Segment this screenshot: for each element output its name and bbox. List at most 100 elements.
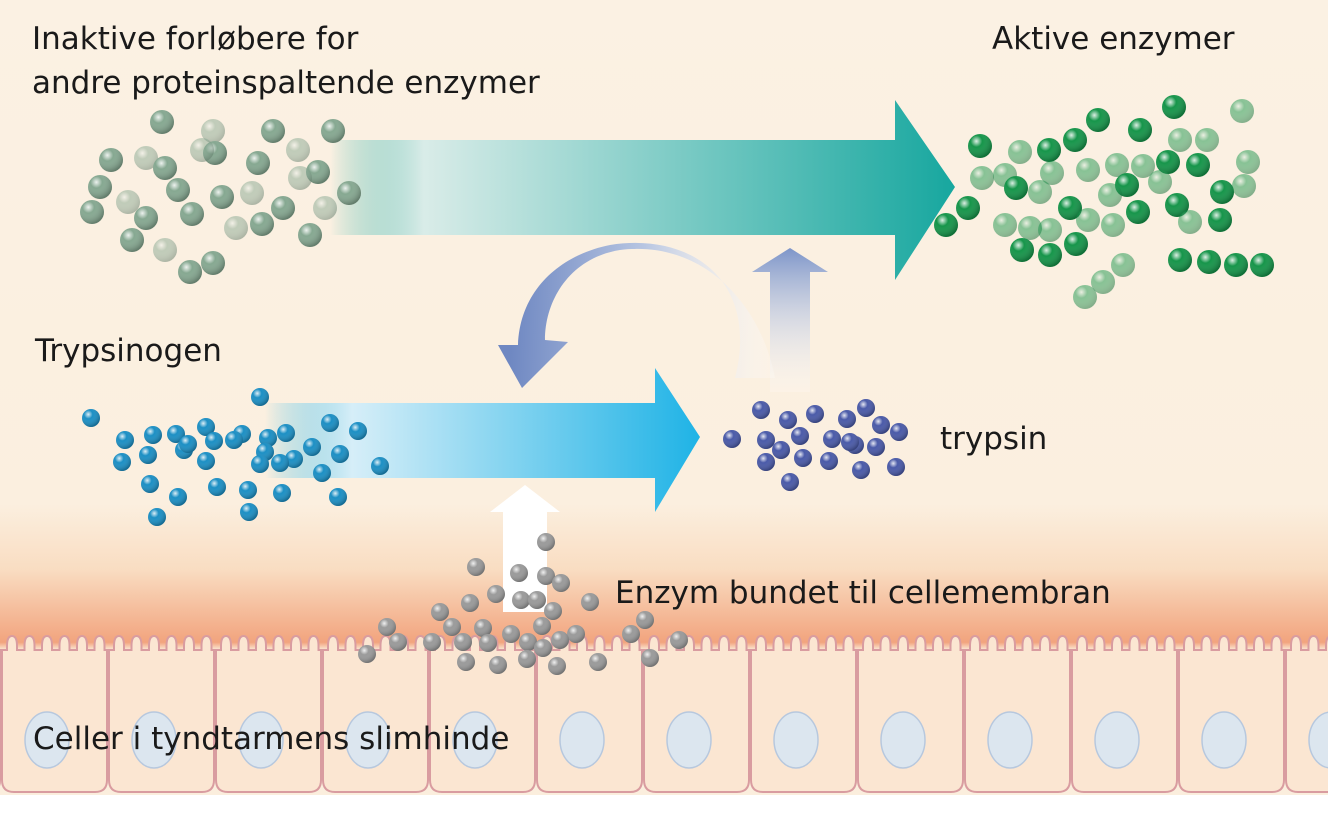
membrane-enzyme-molecule bbox=[552, 574, 570, 592]
trypsinogen-molecule bbox=[321, 414, 339, 432]
molecules bbox=[80, 95, 1274, 675]
trypsinogen-molecule bbox=[144, 426, 162, 444]
trypsin-molecule bbox=[779, 411, 797, 429]
active-enzyme-molecule bbox=[970, 166, 994, 190]
membrane-enzyme-molecule bbox=[534, 639, 552, 657]
trypsinogen-molecule bbox=[197, 418, 215, 436]
membrane-enzyme-molecule bbox=[389, 633, 407, 651]
trypsinogen-molecule bbox=[240, 503, 258, 521]
membrane-enzyme-molecule bbox=[457, 653, 475, 671]
trypsin-molecule bbox=[806, 405, 824, 423]
trypsinogen-molecule bbox=[141, 475, 159, 493]
trypsin-label: trypsin bbox=[940, 421, 1048, 457]
active-enzyme-molecule bbox=[1018, 216, 1042, 240]
active-enzyme-molecule bbox=[1168, 128, 1192, 152]
inactive-enzyme-molecule bbox=[271, 196, 295, 220]
active-enzyme-molecule bbox=[1210, 180, 1234, 204]
inactive-precursors-label-line1: Inaktive forløbere for bbox=[32, 21, 359, 57]
trypsinogen-molecule bbox=[273, 484, 291, 502]
active-enzyme-molecule bbox=[1232, 174, 1256, 198]
membrane-enzyme-molecule bbox=[512, 591, 530, 609]
cell-nucleus bbox=[452, 711, 498, 769]
trypsinogen-molecule bbox=[82, 409, 100, 427]
trypsinogen-molecule bbox=[116, 431, 134, 449]
active-enzyme-molecule bbox=[1156, 150, 1180, 174]
active-enzyme-molecule bbox=[1178, 210, 1202, 234]
feedback-curved-arrow bbox=[498, 242, 775, 388]
active-enzyme-molecule bbox=[1040, 161, 1064, 185]
trypsin-molecule bbox=[772, 441, 790, 459]
trypsinogen-molecule bbox=[349, 422, 367, 440]
active-enzyme-molecule bbox=[993, 213, 1017, 237]
trypsinogen-molecule bbox=[139, 446, 157, 464]
inactive-enzyme-molecule bbox=[246, 151, 270, 175]
cells-label: Celler i tyndtarmens slimhinde bbox=[33, 721, 510, 757]
active-enzyme-molecule bbox=[1073, 285, 1097, 309]
membrane-enzyme-molecule bbox=[622, 625, 640, 643]
inactive-enzyme-molecule bbox=[286, 138, 310, 162]
cell-nucleus bbox=[1094, 711, 1140, 769]
trypsin-molecule bbox=[867, 438, 885, 456]
membrane-enzyme-molecule bbox=[518, 650, 536, 668]
inactive-enzyme-molecule bbox=[178, 260, 202, 284]
active-enzyme-molecule bbox=[1038, 243, 1062, 267]
inactive-enzyme-molecule bbox=[150, 110, 174, 134]
trypsinogen-molecule bbox=[251, 455, 269, 473]
trypsin-up-arrow bbox=[752, 248, 828, 392]
inactive-enzyme-molecule bbox=[240, 181, 264, 205]
cell-nucleus bbox=[773, 711, 819, 769]
inactive-enzyme-molecule bbox=[210, 185, 234, 209]
active-enzyme-molecule bbox=[1076, 208, 1100, 232]
activation-arrow-trypsinogen bbox=[265, 368, 700, 512]
inactive-enzyme-molecule bbox=[153, 238, 177, 262]
membrane-enzyme-molecule bbox=[636, 611, 654, 629]
membrane-enzyme-molecule bbox=[454, 633, 472, 651]
trypsin-molecule bbox=[841, 433, 859, 451]
active-enzyme-molecule bbox=[1186, 153, 1210, 177]
membrane-enzyme-molecule bbox=[537, 533, 555, 551]
membrane-enzyme-molecule bbox=[431, 603, 449, 621]
inactive-enzyme-molecule bbox=[321, 119, 345, 143]
trypsinogen-molecule bbox=[148, 508, 166, 526]
trypsinogen-molecule bbox=[285, 450, 303, 468]
cell-nucleus bbox=[666, 711, 712, 769]
trypsinogen-molecule bbox=[259, 429, 277, 447]
inactive-enzyme-molecule bbox=[120, 228, 144, 252]
inactive-enzyme-molecule bbox=[261, 119, 285, 143]
active-enzyme-molecule bbox=[1091, 270, 1115, 294]
membrane-enzyme-molecule bbox=[461, 594, 479, 612]
trypsin-molecule bbox=[723, 430, 741, 448]
active-enzyme-molecule bbox=[1250, 253, 1274, 277]
trypsin-molecule bbox=[887, 458, 905, 476]
membrane-enzyme-molecule bbox=[533, 617, 551, 635]
inactive-enzyme-molecule bbox=[298, 223, 322, 247]
cell-nucleus bbox=[880, 711, 926, 769]
membrane-enzyme-molecule bbox=[641, 649, 659, 667]
trypsinogen-molecule bbox=[208, 478, 226, 496]
trypsinogen-molecule bbox=[371, 457, 389, 475]
membrane-enzyme-molecule bbox=[537, 567, 555, 585]
trypsinogen-molecule bbox=[197, 452, 215, 470]
active-enzyme-molecule bbox=[1224, 253, 1248, 277]
trypsinogen-molecule bbox=[239, 481, 257, 499]
trypsinogen-molecule bbox=[169, 488, 187, 506]
inactive-enzyme-molecule bbox=[201, 251, 225, 275]
cell-nucleus bbox=[238, 711, 284, 769]
inactive-enzyme-molecule bbox=[134, 206, 158, 230]
membrane-enzyme-molecule bbox=[548, 657, 566, 675]
active-enzyme-molecule bbox=[1010, 238, 1034, 262]
active-enzyme-molecule bbox=[1004, 176, 1028, 200]
membrane-enzyme-molecule bbox=[474, 619, 492, 637]
trypsin-molecule bbox=[752, 401, 770, 419]
active-enzyme-molecule bbox=[1165, 193, 1189, 217]
trypsin-molecule bbox=[820, 452, 838, 470]
membrane-enzyme-label: Enzym bundet til cellemembran bbox=[615, 575, 1111, 611]
trypsin-molecule bbox=[857, 399, 875, 417]
membrane-enzyme-molecule bbox=[378, 618, 396, 636]
inactive-enzyme-molecule bbox=[134, 146, 158, 170]
inactive-enzyme-molecule bbox=[153, 156, 177, 180]
active-enzyme-molecule bbox=[1037, 138, 1061, 162]
active-enzyme-molecule bbox=[1195, 128, 1219, 152]
